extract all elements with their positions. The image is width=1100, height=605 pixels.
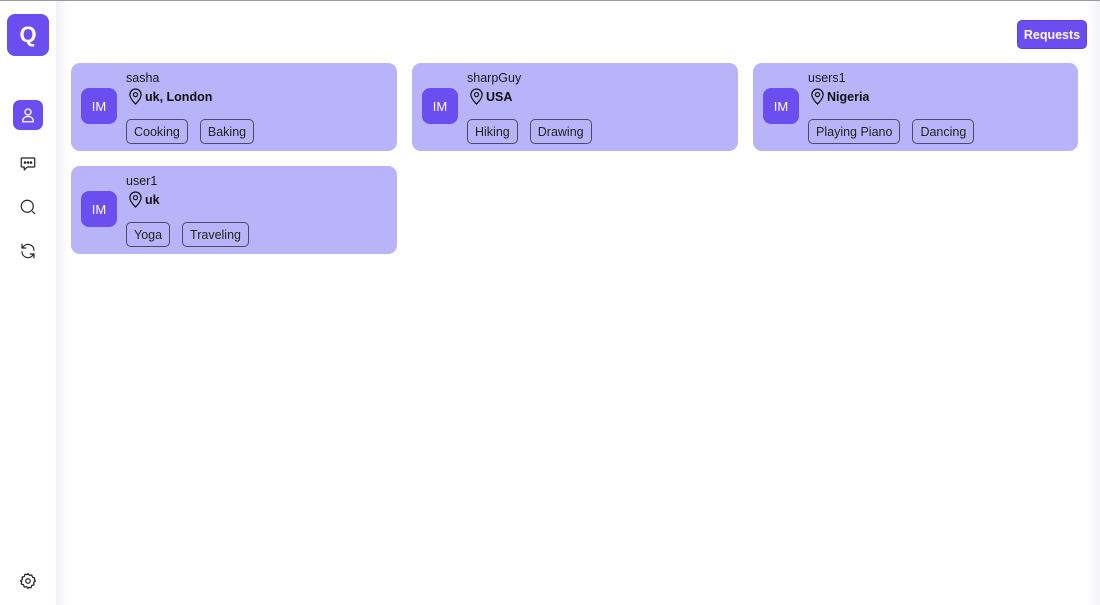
user-card[interactable]: IM sharpGuy USA Hiking Drawing [412,63,738,151]
interest-tag: Yoga [126,222,171,247]
map-pin-icon [129,88,142,105]
avatar: IM [422,88,458,124]
interest-tag: Traveling [182,222,249,247]
interest-tags: Hiking Drawing [467,119,592,144]
location-text: Nigeria [827,89,870,104]
sidebar-item-refresh[interactable] [13,236,43,266]
map-pin-icon [470,88,483,105]
username: sasha [126,71,160,85]
user-icon [22,108,34,123]
location-text: uk [145,192,160,207]
interest-tag: Dancing [912,119,975,144]
map-pin-icon [129,191,142,208]
sidebar-divider [56,1,68,605]
requests-button[interactable]: Requests [1017,20,1087,49]
avatar: IM [81,88,117,124]
interest-tag: Hiking [467,119,518,144]
search-icon [20,199,36,215]
interest-tag: Cooking [126,119,188,144]
app-logo[interactable]: Q [7,14,49,56]
avatar: IM [763,88,799,124]
location: Nigeria [810,88,869,105]
username: user1 [126,174,158,188]
user-card[interactable]: IM users1 Nigeria Playing Piano Dancing [753,63,1078,151]
interest-tag: Baking [199,119,255,144]
location: uk [128,191,160,208]
location-text: USA [486,89,513,104]
location: uk, London [128,88,212,105]
username: sharpGuy [467,71,522,85]
interest-tag: Playing Piano [808,119,901,144]
window-top-border [0,0,1100,1]
user-card[interactable]: IM sasha uk, London Cooking Baking [71,63,397,151]
sidebar: Q [0,1,56,605]
avatar: IM [81,191,117,227]
interest-tag: Drawing [529,119,592,144]
gear-icon [19,572,37,590]
scrollbar-track[interactable] [1088,1,1100,605]
interest-tags: Yoga Traveling [126,222,249,247]
refresh-icon [21,243,35,259]
map-pin-icon [811,88,824,105]
chat-bubble-icon [20,157,36,171]
location-text: uk, London [145,89,213,104]
user-card[interactable]: IM user1 uk Yoga Traveling [71,166,397,254]
sidebar-item-chat[interactable] [13,149,43,179]
location: USA [469,88,512,105]
sidebar-item-search[interactable] [13,192,43,222]
sidebar-item-profile[interactable] [13,100,43,130]
sidebar-item-settings[interactable] [13,566,43,596]
username: users1 [808,71,846,85]
interest-tags: Playing Piano Dancing [808,119,975,144]
interest-tags: Cooking Baking [126,119,255,144]
